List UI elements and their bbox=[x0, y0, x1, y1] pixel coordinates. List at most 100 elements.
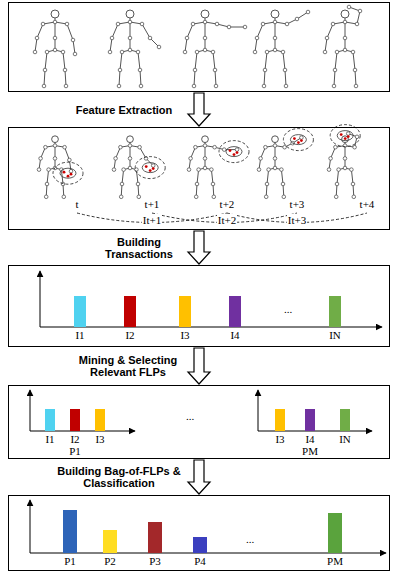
skeleton-joint bbox=[333, 68, 337, 72]
skeleton-joint bbox=[128, 166, 132, 170]
histogram-bar bbox=[329, 296, 341, 327]
skeleton bbox=[187, 136, 239, 199]
feature-point bbox=[67, 175, 70, 178]
skeleton-joint bbox=[61, 50, 65, 54]
histogram-bar bbox=[179, 296, 191, 327]
skeleton-joint bbox=[120, 50, 124, 54]
skeleton-joint bbox=[117, 84, 121, 88]
feature-core bbox=[290, 135, 306, 145]
histogram-bar bbox=[95, 409, 105, 431]
skeleton-bone bbox=[257, 24, 263, 38]
skeleton-joint bbox=[346, 132, 350, 136]
skeleton-joint bbox=[195, 50, 199, 54]
skeleton-joint bbox=[138, 68, 142, 72]
skeleton-joint bbox=[203, 157, 207, 161]
panel-box: tt+1t+2t+3t+4It+1It+2It+3 bbox=[8, 127, 390, 230]
skeleton-joint bbox=[44, 195, 48, 199]
skeleton-joint bbox=[148, 36, 152, 40]
skeleton-joint bbox=[215, 22, 219, 26]
skeleton-joint bbox=[265, 50, 269, 54]
skeleton-joint bbox=[108, 50, 112, 54]
skeleton-joint bbox=[273, 48, 277, 52]
skeleton-joint bbox=[136, 50, 140, 54]
skeleton-bone bbox=[355, 70, 356, 86]
skeleton-bone bbox=[264, 70, 265, 86]
feature-point bbox=[70, 173, 73, 176]
skeleton-joint bbox=[331, 22, 335, 26]
skeleton-joint bbox=[197, 168, 201, 172]
histogram-bar bbox=[305, 409, 315, 431]
skeleton-joint bbox=[343, 166, 347, 170]
skeleton-joint bbox=[136, 182, 140, 186]
skeleton-joint bbox=[128, 144, 132, 148]
skeleton-joint bbox=[140, 22, 144, 26]
skeleton-joint bbox=[193, 68, 197, 72]
skeleton-joint bbox=[33, 50, 37, 54]
skeleton-joint bbox=[295, 17, 299, 21]
skeleton-joint bbox=[116, 22, 120, 26]
skeleton-joint bbox=[189, 157, 193, 161]
skeleton-joint bbox=[227, 25, 231, 29]
histogram-bar bbox=[70, 409, 80, 431]
feature-core bbox=[60, 168, 76, 178]
skeleton-bone bbox=[345, 22, 346, 38]
feature-core bbox=[337, 131, 353, 141]
axis-label: It+1 bbox=[142, 214, 162, 226]
skeleton-joint bbox=[71, 38, 75, 42]
step-label: Feature Extraction bbox=[63, 104, 185, 116]
block-arrow bbox=[188, 231, 210, 264]
axis-label: I3 bbox=[94, 433, 105, 445]
skeleton-joint bbox=[323, 50, 327, 54]
skeleton-head bbox=[201, 10, 209, 18]
skeleton-head bbox=[127, 136, 134, 143]
skeleton-joint bbox=[335, 182, 339, 186]
skeleton-joint bbox=[263, 68, 267, 72]
axis-label: ... bbox=[245, 533, 255, 545]
skeleton-joint bbox=[42, 84, 46, 88]
skeleton bbox=[253, 10, 310, 88]
skeleton-joint bbox=[351, 182, 355, 186]
histogram-bar bbox=[124, 296, 136, 327]
skeleton-bone bbox=[187, 24, 193, 38]
skeleton-bone bbox=[138, 52, 140, 70]
skeleton-bone bbox=[265, 52, 267, 70]
skeleton-joint bbox=[253, 50, 257, 54]
skeleton-bone bbox=[63, 52, 65, 70]
feature-point bbox=[297, 141, 300, 144]
axis-label: PM bbox=[301, 445, 319, 457]
y-axis bbox=[30, 500, 31, 553]
skeleton-joint bbox=[235, 148, 239, 152]
skeleton-joint bbox=[183, 50, 187, 54]
axis-label: IN bbox=[328, 329, 342, 341]
skeleton-joint bbox=[264, 195, 268, 199]
panel-box: I1I2I3I4...IN bbox=[8, 265, 390, 347]
feature-region bbox=[283, 129, 313, 151]
axis-label: I2 bbox=[69, 433, 80, 445]
skeleton bbox=[33, 10, 77, 88]
axis-label: I2 bbox=[124, 329, 135, 341]
axis-label: I4 bbox=[229, 329, 240, 341]
block-arrow bbox=[188, 460, 210, 494]
skeleton-joint bbox=[112, 168, 116, 172]
skeleton-joint bbox=[39, 157, 43, 161]
skeleton-joint bbox=[353, 68, 357, 72]
skeleton-head bbox=[271, 10, 279, 18]
skeleton-joint bbox=[45, 50, 49, 54]
skeleton-joint bbox=[187, 168, 191, 172]
axis-label: I1 bbox=[44, 433, 55, 445]
skeleton-head bbox=[341, 10, 349, 18]
skeleton-joint bbox=[213, 68, 217, 72]
skeleton-joint bbox=[128, 157, 132, 161]
feature-point bbox=[347, 135, 350, 138]
skeleton-joint bbox=[62, 195, 66, 199]
y-axis bbox=[258, 390, 259, 431]
skeleton-bone bbox=[229, 27, 245, 28]
skeleton-joint bbox=[68, 158, 72, 162]
skeleton-bone bbox=[334, 70, 335, 86]
panel-box bbox=[8, 2, 390, 92]
axis-label: t+3 bbox=[289, 198, 306, 210]
skeleton-bone bbox=[45, 52, 47, 70]
skeleton-joint bbox=[222, 148, 226, 152]
feature-point bbox=[233, 153, 236, 156]
